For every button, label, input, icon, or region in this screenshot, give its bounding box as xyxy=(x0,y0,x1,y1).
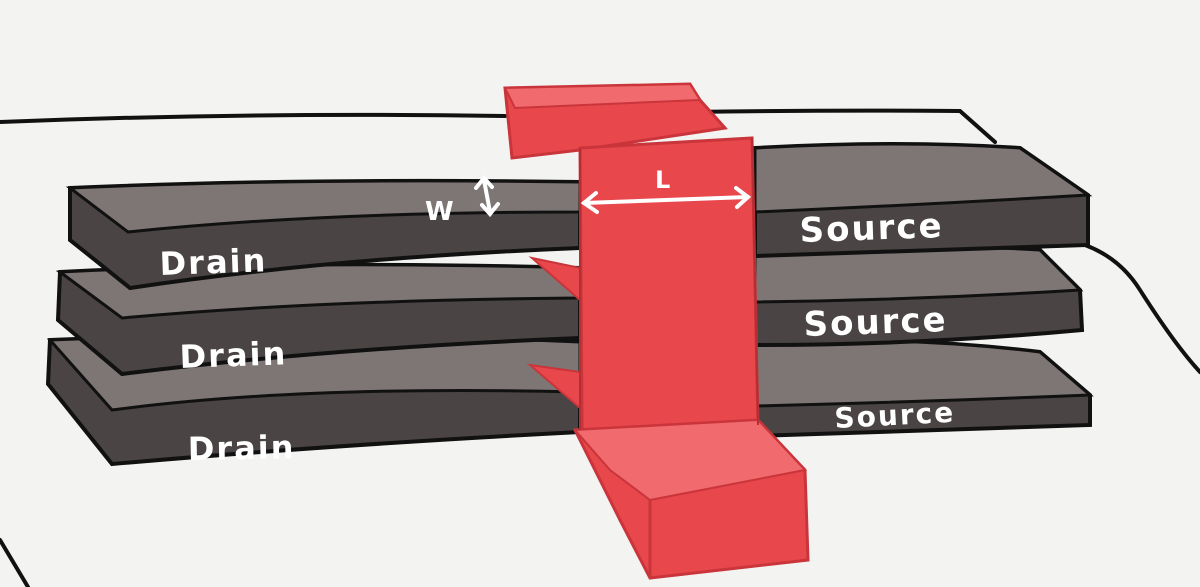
length-label: L xyxy=(655,166,672,194)
source-label-middle: Source xyxy=(803,300,948,345)
substrate-outline xyxy=(0,108,1200,587)
gate-edges xyxy=(579,137,759,430)
width-arrow xyxy=(474,174,500,218)
length-arrow xyxy=(580,186,752,214)
source-label-bottom: Source xyxy=(834,396,956,435)
source-label-top: Source xyxy=(799,206,944,251)
width-label: W xyxy=(425,197,456,227)
gate-back-flap-top xyxy=(503,82,702,110)
nanosheet-middle xyxy=(55,244,1085,377)
drain-label-top: Drain xyxy=(159,241,268,283)
gate-foot-top xyxy=(572,418,807,502)
drain-label-middle: Drain xyxy=(179,334,288,376)
nanosheet-top xyxy=(65,142,1093,291)
drain-label-bottom: Drain xyxy=(187,428,295,468)
